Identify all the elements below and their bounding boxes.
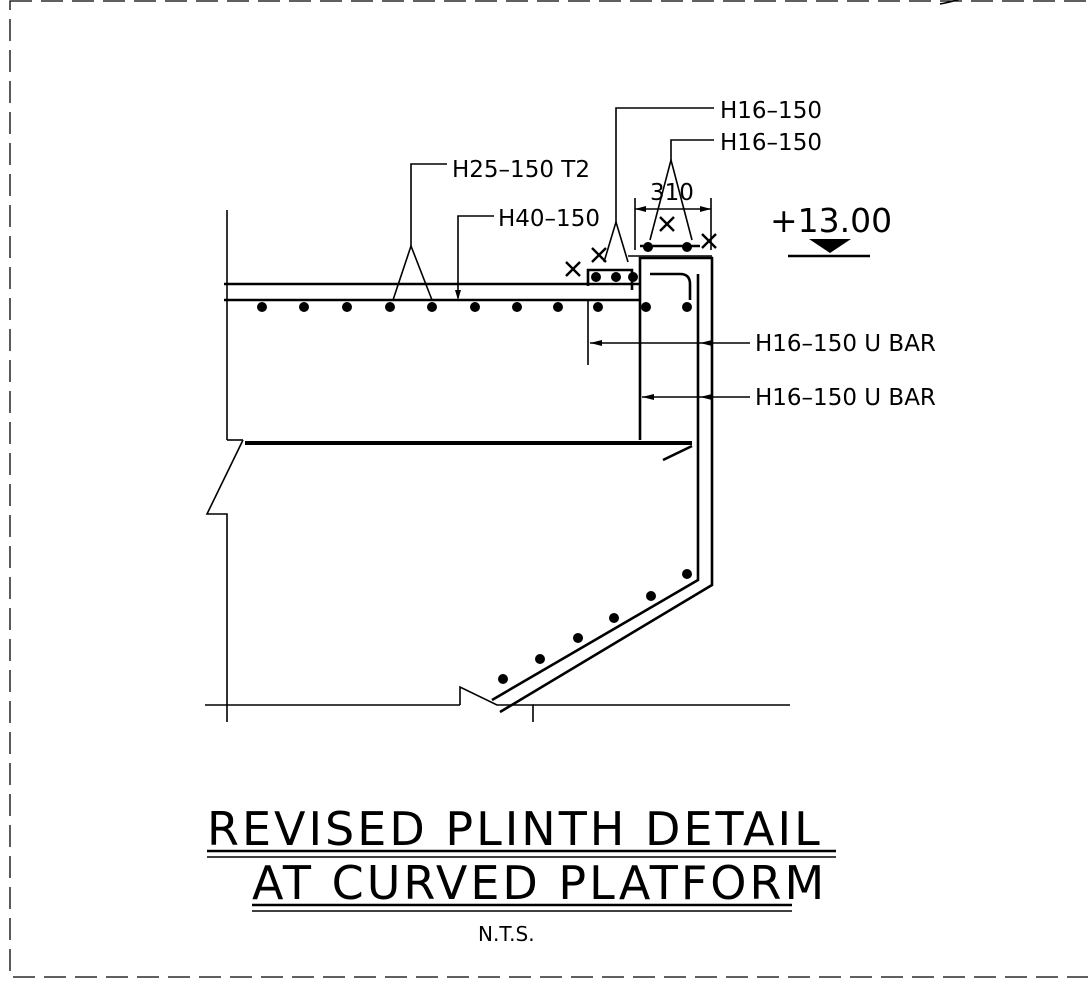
- title-underline-1: [207, 849, 836, 858]
- leader-h16-2: [649, 139, 714, 241]
- label-h16-2: H16–150: [720, 130, 822, 156]
- level-label: +13.00: [770, 201, 892, 240]
- label-u-bar-1: H16–150 U BAR: [755, 331, 936, 357]
- title-line-2: AT CURVED PLATFORM: [252, 856, 827, 910]
- plinth-upstand: [491, 256, 714, 714]
- leader-u-bar-2: [642, 394, 750, 400]
- dimension-310-label: 310: [650, 180, 694, 206]
- level-triangle-icon: [788, 239, 870, 258]
- label-u-bar-2: H16–150 U BAR: [755, 385, 936, 411]
- top-rebar-dots: [257, 242, 692, 312]
- dimension-310: [634, 198, 712, 250]
- curved-rebar-dots: [498, 569, 692, 684]
- label-h16-1: H16–150: [720, 98, 822, 124]
- frame-corner-mark: [939, 0, 959, 5]
- leader-h25: [392, 163, 447, 301]
- title-underline-2: [252, 903, 792, 912]
- leader-u-bar-1: [590, 340, 750, 346]
- leader-h16-1: [603, 107, 714, 263]
- cross-marks: [565, 216, 717, 277]
- label-h25: H25–150 T2: [452, 157, 590, 183]
- label-h40: H40–150: [498, 206, 600, 232]
- leader-h40: [455, 215, 494, 300]
- slab-outline: [205, 210, 790, 722]
- plinth-top-bars: [628, 244, 712, 257]
- scale-note: N.T.S.: [478, 922, 535, 946]
- drawing-frame: [9, 0, 1088, 978]
- title-line-1: REVISED PLINTH DETAIL: [207, 802, 823, 856]
